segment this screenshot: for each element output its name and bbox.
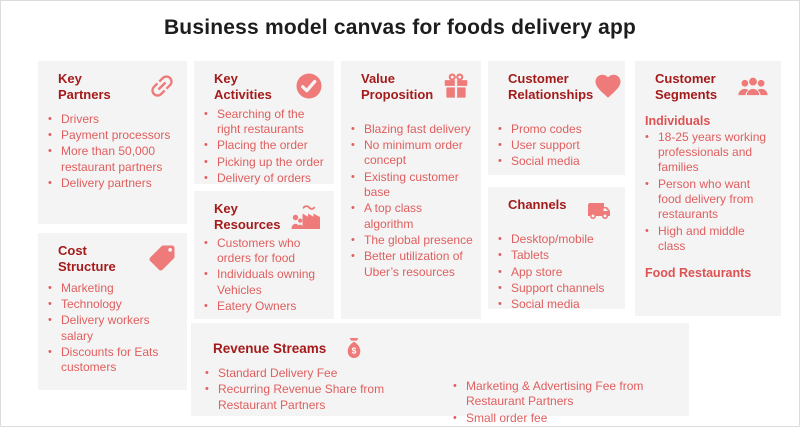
list-item: Social media [496, 297, 617, 312]
card-customer-relationships: Customer Relationships Promo codes User … [488, 61, 625, 175]
list-item: A top class algorithm [349, 201, 473, 232]
people-factory-icon [288, 204, 324, 230]
list-item: Better utilization of Uber’s resources [349, 249, 473, 280]
revenue-streams-title: Revenue Streams [213, 340, 327, 356]
list-item: High and middle class [643, 224, 773, 255]
key-resources-list: Customers who orders for food Individual… [202, 236, 326, 315]
card-key-partners: Key Partners Drivers Payment processors … [38, 61, 187, 224]
list-item: Payment processors [46, 128, 179, 143]
cost-structure-list: Marketing Technology Delivery workers sa… [46, 281, 179, 376]
list-item: Customers who orders for food [202, 236, 326, 267]
card-value-proposition: Value Proposition Blazing fast delivery … [341, 61, 481, 319]
card-key-resources: Key Resources Customers who orders for f… [194, 191, 334, 319]
key-resources-title: Key Resources [214, 201, 281, 233]
money-bag-icon: $ [342, 335, 366, 361]
subheading-food-restaurants: Food Restaurants [645, 266, 752, 281]
customer-segments-title: Customer Segments [655, 71, 718, 103]
chain-link-icon [147, 71, 177, 101]
channels-list: Desktop/mobile Tablets App store Support… [496, 232, 617, 313]
subheading-individuals: Individuals [645, 113, 711, 128]
truck-icon [583, 199, 615, 223]
card-cost-structure: Cost Structure Marketing Technology Deli… [38, 233, 187, 390]
list-item: The global presence [349, 233, 473, 248]
list-item: Picking up the order [202, 155, 326, 170]
list-item: User support [496, 138, 617, 153]
card-key-activities: Key Activities Searching of the right re… [194, 61, 334, 187]
card-channels: Channels Desktop/mobile Tablets App stor… [488, 187, 625, 312]
key-partners-title: Key Partners [58, 71, 111, 103]
value-proposition-list: Blazing fast delivery No minimum order c… [349, 122, 473, 281]
list-item: Standard Delivery Fee [203, 366, 443, 381]
heart-icon [593, 71, 623, 101]
list-item: Delivery partners [46, 176, 179, 191]
list-item: 18-25 years working professionals and fa… [643, 130, 773, 176]
list-item: Delivery workers salary [46, 313, 179, 344]
card-revenue-streams: Revenue Streams $ Standard Delivery Fee … [191, 323, 689, 425]
list-item: Small order fee [451, 411, 681, 426]
list-item: Marketing & Advertising Fee from Restaur… [451, 379, 681, 410]
revenue-streams-left-list: Standard Delivery Fee Recurring Revenue … [203, 366, 443, 426]
list-item: Placing the order [202, 138, 326, 153]
customer-segments-list: 18-25 years working professionals and fa… [643, 130, 773, 255]
list-item: Person who want food delivery from resta… [643, 177, 773, 223]
gift-icon [441, 71, 471, 101]
list-item: No minimum order concept [349, 138, 473, 169]
list-item: Marketing [46, 281, 179, 296]
list-item: Recurring Revenue Share from Restaurant … [203, 382, 443, 413]
list-item: Searching of the right restaurants [202, 107, 326, 138]
check-circle-icon [294, 71, 324, 101]
list-item: Tablets [496, 248, 617, 263]
price-tag-icon [147, 243, 177, 273]
key-activities-title: Key Activities [214, 71, 272, 103]
svg-text:$: $ [352, 345, 357, 355]
list-item: Delivery of orders [202, 171, 326, 186]
list-item: Blazing fast delivery [349, 122, 473, 137]
list-item: Promo codes [496, 122, 617, 137]
list-item: Desktop/mobile [496, 232, 617, 247]
cost-structure-title: Cost Structure [58, 243, 116, 275]
value-proposition-title: Value Proposition [361, 71, 434, 103]
list-item: Discounts for Eats customers [46, 345, 179, 376]
list-item: Social media [496, 154, 617, 169]
card-customer-segments: Customer Segments Individuals 18-25 year… [635, 61, 781, 316]
customer-relationships-list: Promo codes User support Social media [496, 122, 617, 170]
users-icon [735, 74, 771, 100]
key-partners-list: Drivers Payment processors More than 50,… [46, 112, 179, 192]
list-item: Eatery Owners [202, 299, 326, 314]
list-item: Existing customer base [349, 170, 473, 201]
page-title: Business model canvas for foods delivery… [163, 16, 637, 39]
list-item: Support channels [496, 281, 617, 296]
list-item: App store [496, 265, 617, 280]
customer-relationships-title: Customer Relationships [508, 71, 594, 103]
list-item: More than 50,000 restaurant partners [46, 144, 179, 175]
channels-title: Channels [508, 197, 567, 212]
list-item: Drivers [46, 112, 179, 127]
list-item: Individuals owning Vehicles [202, 267, 326, 298]
key-activities-list: Searching of the right restaurants Placi… [202, 107, 326, 187]
list-item: Technology [46, 297, 179, 312]
revenue-streams-right-list: Marketing & Advertising Fee from Restaur… [451, 366, 681, 426]
